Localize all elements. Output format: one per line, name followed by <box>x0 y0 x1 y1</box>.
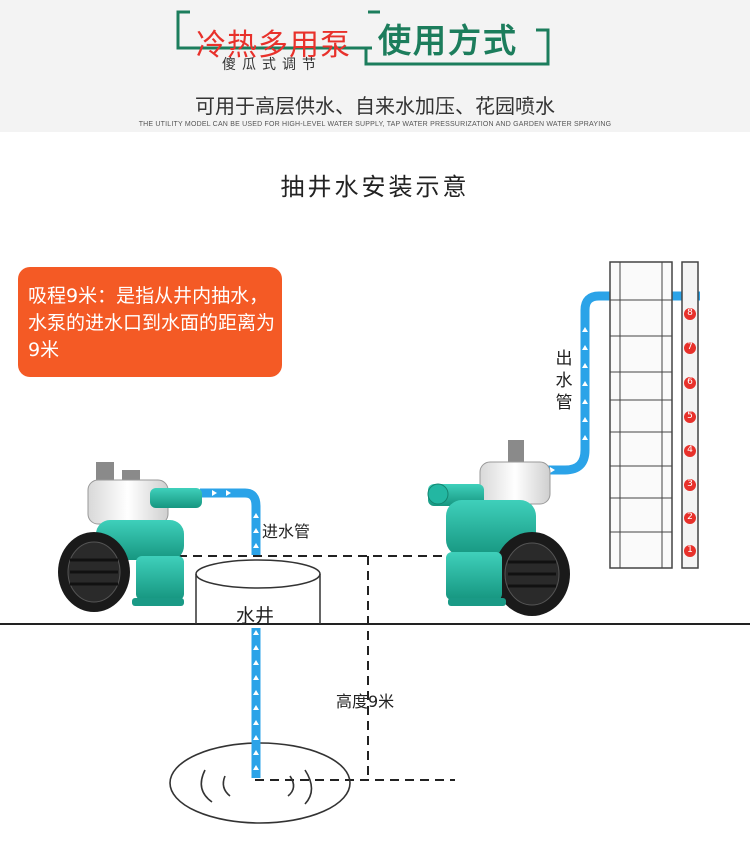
water-pump-icon <box>427 440 570 616</box>
diagram-title: 抽井水安装示意 <box>280 173 470 201</box>
floor-badge-3: 3 <box>687 479 693 489</box>
suction-callout-text: 吸程9米：是指从井内抽水，水泵的进水口到水面的距离为9米 <box>28 285 276 361</box>
inlet-pipe-label: 进水管 <box>262 522 311 541</box>
floor-badge-5: 5 <box>687 411 693 421</box>
floor-badge-8: 8 <box>687 308 693 318</box>
title-right: 使用方式 <box>378 21 518 60</box>
floor-badges <box>684 308 696 557</box>
title-left: 冷热多用泵 <box>196 28 351 63</box>
floor-badge-4: 4 <box>687 445 693 455</box>
outlet-pipe-label: 出水管 <box>555 349 573 413</box>
header-banner <box>0 0 750 132</box>
headline-en: THE UTILITY MODEL CAN BE USED FOR HIGH-L… <box>138 121 612 128</box>
water-pump-icon <box>58 462 202 612</box>
well-label: 水井 <box>236 605 275 627</box>
water-well <box>195 559 321 624</box>
floor-badge-6: 6 <box>687 377 693 387</box>
floor-badge-7: 7 <box>687 342 693 352</box>
floor-badge-1: 1 <box>687 545 693 555</box>
headline: 可用于高层供水、自来水加压、花园喷水 <box>195 94 555 118</box>
building-icon <box>609 261 699 569</box>
subtitle-left: 傻瓜式调节 <box>222 57 322 73</box>
inlet-pipe <box>200 488 261 778</box>
floor-badge-2: 2 <box>687 512 693 522</box>
suction-callout <box>18 267 282 377</box>
height-label: 高度9米 <box>336 692 395 711</box>
